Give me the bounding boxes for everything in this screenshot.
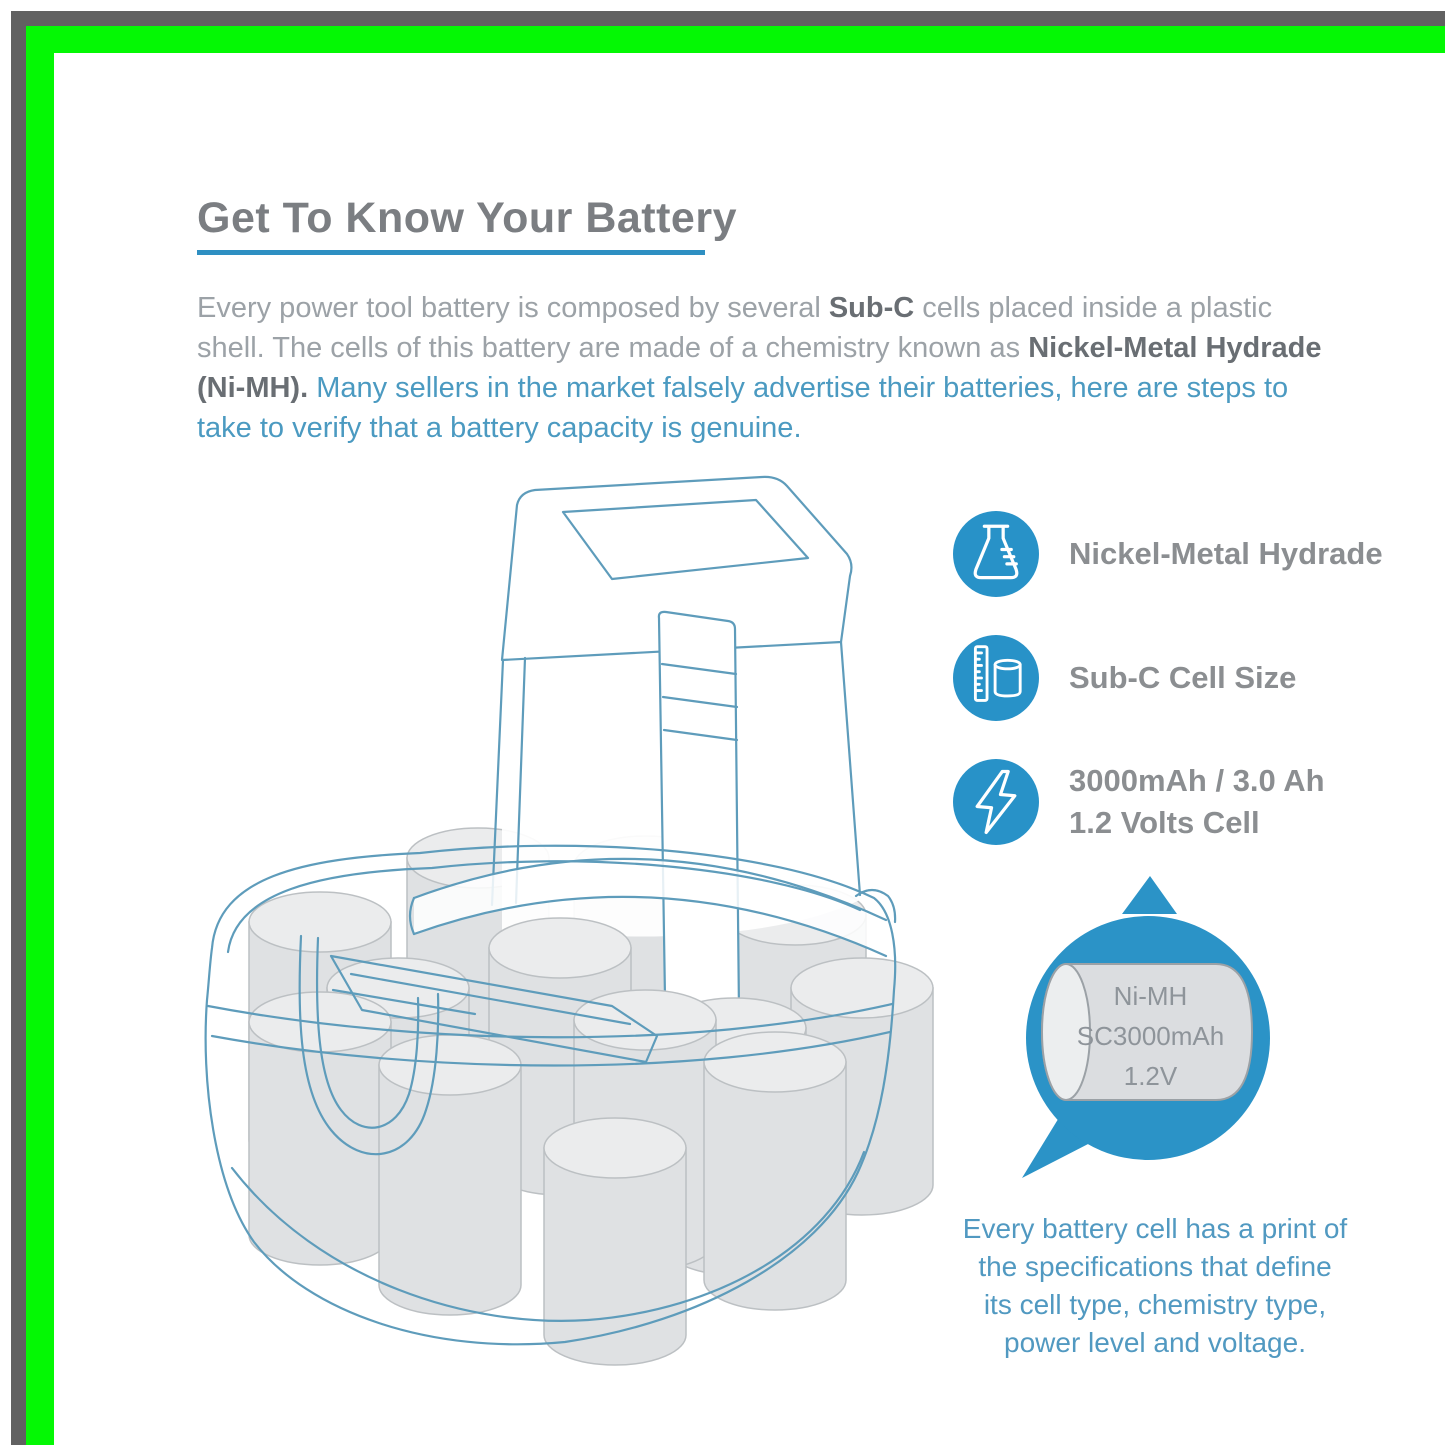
feature-list: Nickel-Metal Hydrade Sub-C Cell Size 300…: [953, 511, 1383, 845]
intro-paragraph: Every power tool battery is composed by …: [197, 288, 1387, 448]
title-underline: [197, 250, 705, 255]
intro-line: (Ni-MH). Many sellers in the market fals…: [197, 372, 1289, 404]
frame-border-gray-top: [11, 11, 1445, 26]
feature-row-cell-size: Sub-C Cell Size: [953, 635, 1383, 721]
intro-line: shell. The cells of this battery are mad…: [197, 332, 1322, 364]
frame-border-green-top: [26, 26, 1445, 53]
feature-label: Sub-C Cell Size: [1069, 660, 1297, 695]
frame-border-gray-left: [11, 11, 26, 1445]
page-title: Get To Know Your Battery: [197, 194, 737, 242]
flask-icon: [953, 511, 1039, 597]
feature-label: Nickel-Metal Hydrade: [1069, 536, 1383, 571]
ruler-cell-icon: [953, 635, 1039, 721]
intro-line: Every power tool battery is composed by …: [197, 292, 1273, 324]
lightning-icon: [953, 759, 1039, 845]
feature-row-chemistry: Nickel-Metal Hydrade: [953, 511, 1383, 597]
intro-line: take to verify that a battery capacity i…: [197, 412, 802, 444]
frame-border-green-left: [26, 26, 54, 1445]
